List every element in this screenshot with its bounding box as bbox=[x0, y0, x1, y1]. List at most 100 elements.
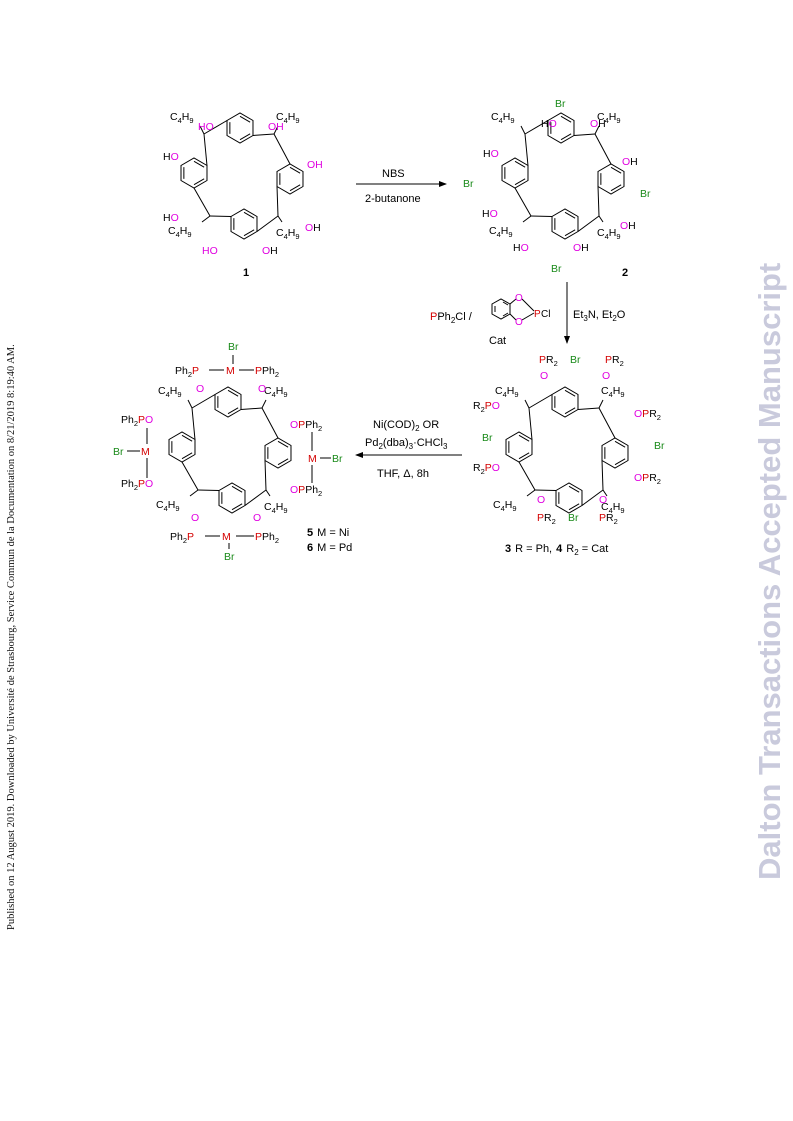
atom-label: OH bbox=[305, 222, 321, 234]
atom-label: Ph2P bbox=[170, 531, 194, 545]
atom-label: OH bbox=[620, 220, 636, 232]
butyl-group-label: C4H9 bbox=[276, 111, 300, 125]
atom-label: PR2 bbox=[539, 354, 558, 368]
atom-label: M bbox=[141, 446, 150, 458]
atom-label: R2PO bbox=[473, 400, 500, 414]
atom-label: OPPh2 bbox=[290, 484, 322, 498]
butyl-group-label: C4H9 bbox=[276, 227, 300, 241]
atom-label: O bbox=[253, 512, 261, 524]
butyl-group-label: C4H9 bbox=[495, 385, 519, 399]
atom-label: PR2 bbox=[605, 354, 624, 368]
step3-line2: Pd2(dba)3·CHCl3 bbox=[365, 437, 448, 451]
atom-label: HO bbox=[483, 148, 499, 160]
atom-label: HO bbox=[513, 242, 529, 254]
atom-label: M bbox=[308, 453, 317, 465]
butyl-group-label: C4H9 bbox=[168, 225, 192, 239]
butyl-group-label: C4H9 bbox=[264, 385, 288, 399]
atom-label: O bbox=[258, 383, 266, 395]
catechol-phosphorochloridite: O O P Cl bbox=[491, 293, 550, 328]
atom-label: PR2 bbox=[599, 512, 618, 526]
atom-label: OH bbox=[573, 242, 589, 254]
atom-label: O bbox=[540, 370, 548, 382]
atom-label: PPh2 bbox=[255, 365, 279, 379]
step2-reagent-cl: Cl / bbox=[455, 311, 472, 323]
atom-label: Br bbox=[113, 446, 124, 458]
atom-label: Ph2PO bbox=[121, 478, 153, 492]
atom-label: PR2 bbox=[537, 512, 556, 526]
step1-solvent: 2-butanone bbox=[365, 193, 421, 205]
atom-label: OH bbox=[262, 245, 278, 257]
atom-label: OH bbox=[590, 118, 606, 130]
step2-reagent-p: P bbox=[430, 311, 437, 323]
atom-label: O bbox=[599, 494, 607, 506]
step2-reagent: PPh2Cl / bbox=[430, 311, 473, 325]
butyl-group-label: C4H9 bbox=[170, 111, 194, 125]
atom-label: Br bbox=[551, 263, 562, 275]
atom-label: HO bbox=[163, 151, 179, 163]
butyl-group-label: C4H9 bbox=[601, 501, 625, 515]
atom-label: Br bbox=[224, 551, 235, 563]
atom-label: O bbox=[196, 383, 204, 395]
atom-label: OH bbox=[307, 159, 323, 171]
atom-label: Br bbox=[463, 178, 474, 190]
cat-o-top: O bbox=[515, 293, 523, 304]
atom-label: M bbox=[226, 365, 235, 377]
atom-label: O bbox=[602, 370, 610, 382]
butyl-group-label: C4H9 bbox=[158, 385, 182, 399]
butyl-group-label: C4H9 bbox=[489, 225, 513, 239]
cat-p: P bbox=[534, 309, 541, 320]
atom-label: HO bbox=[482, 208, 498, 220]
atom-label: OPPh2 bbox=[290, 419, 322, 433]
atom-label: Br bbox=[482, 432, 493, 444]
cat-label: Cat bbox=[489, 335, 506, 347]
atom-label: HO bbox=[202, 245, 218, 257]
step3-line1: Ni(COD)2 OR bbox=[373, 419, 439, 433]
step3-line3: THF, Δ, 8h bbox=[377, 468, 429, 480]
atom-label: OH bbox=[268, 121, 284, 133]
atom-label: Br bbox=[654, 440, 665, 452]
step2-base: Et3N, Et2O bbox=[573, 309, 626, 323]
step2-reagent-ph: Ph bbox=[437, 311, 450, 323]
butyl-group-label: C4H9 bbox=[264, 501, 288, 515]
atom-label: Ph2P bbox=[175, 365, 199, 379]
atom-label: Br bbox=[332, 453, 343, 465]
atom-label: Br bbox=[555, 98, 566, 110]
compound-2-number: 2 bbox=[622, 267, 628, 279]
compound-1-number: 1 bbox=[243, 267, 249, 279]
step1-reagent: NBS bbox=[382, 168, 405, 180]
butyl-group-label: C4H9 bbox=[597, 227, 621, 241]
butyl-group-label: C4H9 bbox=[597, 111, 621, 125]
step2-reagent-sub: 2 bbox=[451, 316, 456, 325]
atom-label: Br bbox=[568, 512, 579, 524]
atom-label: R2PO bbox=[473, 462, 500, 476]
atom-label: OPR2 bbox=[634, 472, 661, 486]
atom-label: HO bbox=[541, 118, 557, 130]
cat-cl: Cl bbox=[541, 309, 550, 320]
atom-label: OH bbox=[622, 156, 638, 168]
atom-label: M bbox=[222, 531, 231, 543]
atom-label: O bbox=[191, 512, 199, 524]
atom-label: Br bbox=[640, 188, 651, 200]
atom-label: HO bbox=[163, 212, 179, 224]
atom-label: Br bbox=[570, 354, 581, 366]
butyl-group-label: C4H9 bbox=[493, 499, 517, 513]
atom-label: Ph2PO bbox=[121, 414, 153, 428]
butyl-group-label: C4H9 bbox=[156, 499, 180, 513]
cat-o-bottom: O bbox=[515, 317, 523, 328]
butyl-group-label: C4H9 bbox=[491, 111, 515, 125]
atom-label: OPR2 bbox=[634, 408, 661, 422]
butyl-group-label: C4H9 bbox=[601, 385, 625, 399]
atom-label: PPh2 bbox=[255, 531, 279, 545]
atom-label: Br bbox=[228, 341, 239, 353]
atom-label: HO bbox=[198, 121, 214, 133]
atom-label: O bbox=[537, 494, 545, 506]
